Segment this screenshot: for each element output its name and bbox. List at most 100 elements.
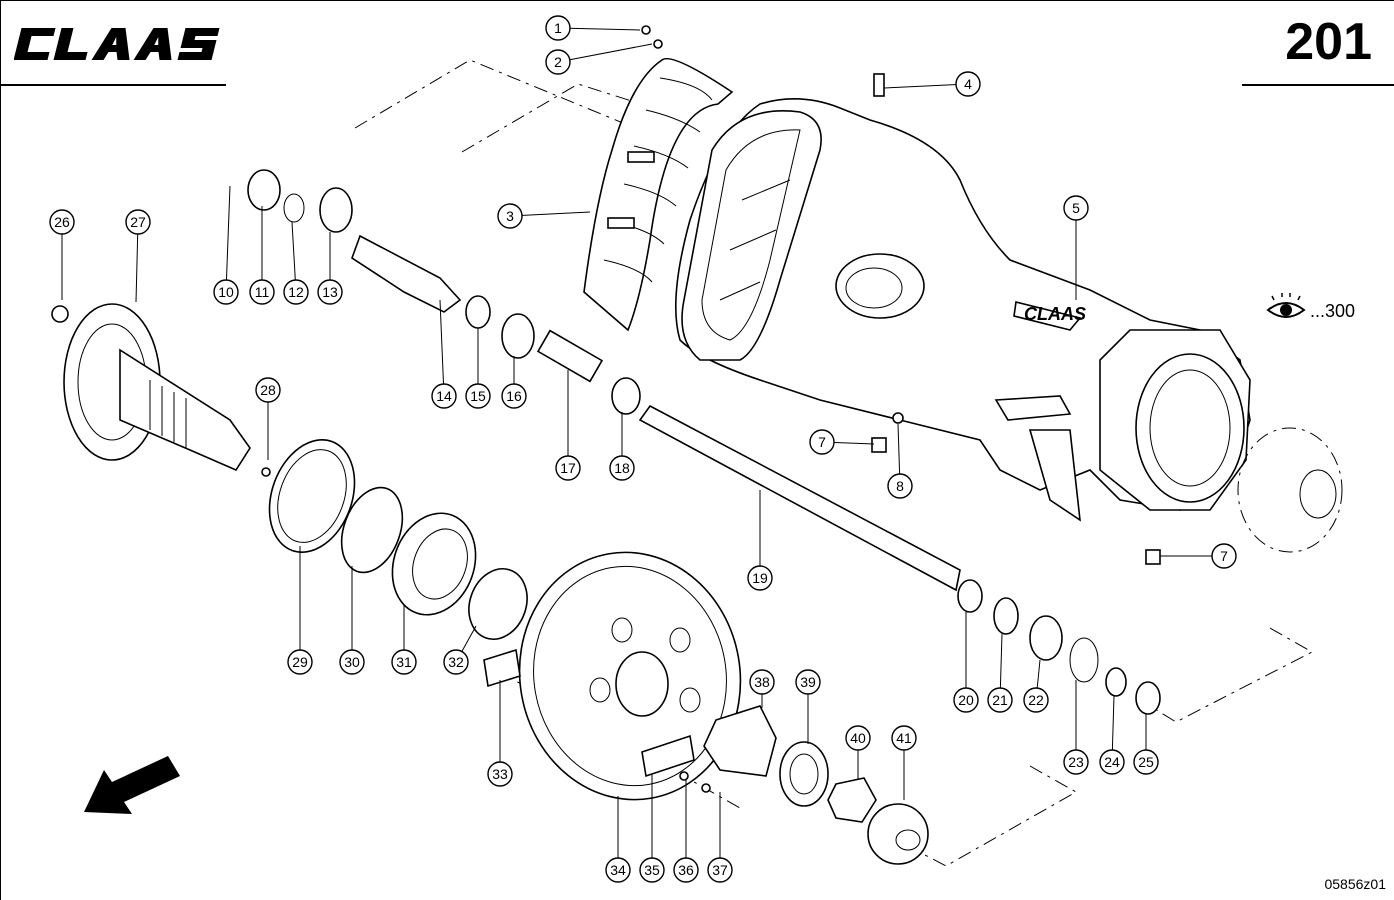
callout-number: 36 <box>678 862 694 878</box>
callout-32: 32 <box>443 649 469 675</box>
callout-28: 28 <box>255 377 281 403</box>
callout-13: 13 <box>317 279 343 305</box>
callout-25: 25 <box>1133 749 1159 775</box>
callout-number: 4 <box>964 76 972 92</box>
assembly-line <box>354 59 641 131</box>
cover-plate <box>583 57 734 332</box>
callout-number: 18 <box>614 460 630 476</box>
callout-number: 1 <box>554 20 562 36</box>
callout-27: 27 <box>125 209 151 235</box>
callout-20: 20 <box>953 687 979 713</box>
callout-40: 40 <box>845 725 871 751</box>
callout-number: 29 <box>292 654 308 670</box>
callout-circle <box>673 857 699 883</box>
callout-circle <box>287 649 313 675</box>
callout-circle <box>845 725 871 751</box>
callout-circle <box>1063 195 1089 221</box>
callout-circle <box>887 473 913 499</box>
callout-circle <box>443 649 469 675</box>
brand-logo <box>14 28 220 60</box>
parts-drawing: CLAAS <box>51 25 1343 867</box>
callout-circle <box>707 857 733 883</box>
callout-circle <box>487 761 513 787</box>
direction-arrow-icon <box>84 756 180 814</box>
callout-leader <box>439 299 445 397</box>
callout-circle <box>49 209 75 235</box>
assembly-line <box>1149 627 1314 723</box>
callout-22: 22 <box>1023 687 1049 713</box>
callout-number: 31 <box>396 654 412 670</box>
wheel-hub <box>51 303 251 472</box>
page-number: 201 <box>1285 13 1372 71</box>
callout-1: 1 <box>545 15 571 41</box>
callout-number: 35 <box>644 862 660 878</box>
callout-number: 26 <box>54 214 70 230</box>
document-code: 05856z01 <box>1324 876 1386 892</box>
callout-12: 12 <box>283 279 309 305</box>
clips-and-fasteners <box>261 25 1161 793</box>
callout-number: 14 <box>436 388 452 404</box>
callout-number: 20 <box>958 692 974 708</box>
callout-circle <box>1063 749 1089 775</box>
callout-number: 3 <box>506 208 514 224</box>
callout-31: 31 <box>391 649 417 675</box>
callout-41: 41 <box>891 725 917 751</box>
crown-gear <box>518 551 742 801</box>
callout-16: 16 <box>501 383 527 409</box>
see-also-page: ...300 <box>1310 301 1355 321</box>
callout-18: 18 <box>609 455 635 481</box>
callout-number: 28 <box>260 382 276 398</box>
callout-circle <box>1099 749 1125 775</box>
callout-number: 39 <box>800 674 816 690</box>
callout-number: 27 <box>130 214 146 230</box>
callout-circle <box>1023 687 1049 713</box>
callout-number: 19 <box>752 570 768 586</box>
callout-circle <box>545 15 571 41</box>
callout-number: 25 <box>1138 754 1154 770</box>
callout-number: 23 <box>1068 754 1084 770</box>
callout-circle <box>283 279 309 305</box>
callout-number: 33 <box>492 766 508 782</box>
callout-24: 24 <box>1099 749 1125 775</box>
callout-30: 30 <box>339 649 365 675</box>
callout-circle <box>317 279 343 305</box>
callout-circle <box>1211 543 1237 569</box>
callout-number: 5 <box>1072 200 1080 216</box>
callout-3: 3 <box>497 203 523 229</box>
callout-number: 8 <box>896 478 904 494</box>
callout-number: 15 <box>470 388 486 404</box>
callout-number: 34 <box>610 862 626 878</box>
housing-embossing: CLAAS <box>1024 304 1086 324</box>
callout-circle <box>609 455 635 481</box>
callout-19: 19 <box>747 565 773 591</box>
callout-34: 34 <box>605 857 631 883</box>
callout-number: 12 <box>288 284 304 300</box>
callout-circle <box>497 203 523 229</box>
gearbox-housing: CLAAS <box>674 98 1251 522</box>
callout-15: 15 <box>465 383 491 409</box>
callout-circle <box>987 687 1013 713</box>
callout-number: 2 <box>554 54 562 70</box>
eye-icon <box>1266 293 1306 318</box>
callout-number: 30 <box>344 654 360 670</box>
callout-circle <box>1133 749 1159 775</box>
callout-circle <box>749 669 775 695</box>
callout-number: 16 <box>506 388 522 404</box>
callout-number: 11 <box>255 284 270 300</box>
callout-circle <box>955 71 981 97</box>
callout-circle <box>953 687 979 713</box>
see-also-reference: ...300 <box>1266 293 1355 321</box>
callout-5: 5 <box>1063 195 1089 221</box>
assembly-line <box>907 765 1078 867</box>
callout-circle <box>555 455 581 481</box>
callout-circle <box>545 49 571 75</box>
callout-38: 38 <box>749 669 775 695</box>
callout-number: 21 <box>992 692 1008 708</box>
callout-number: 22 <box>1028 692 1044 708</box>
callout-2: 2 <box>545 49 571 75</box>
callout-circle <box>605 857 631 883</box>
callout-circle <box>431 383 457 409</box>
callout-number: 37 <box>712 862 728 878</box>
